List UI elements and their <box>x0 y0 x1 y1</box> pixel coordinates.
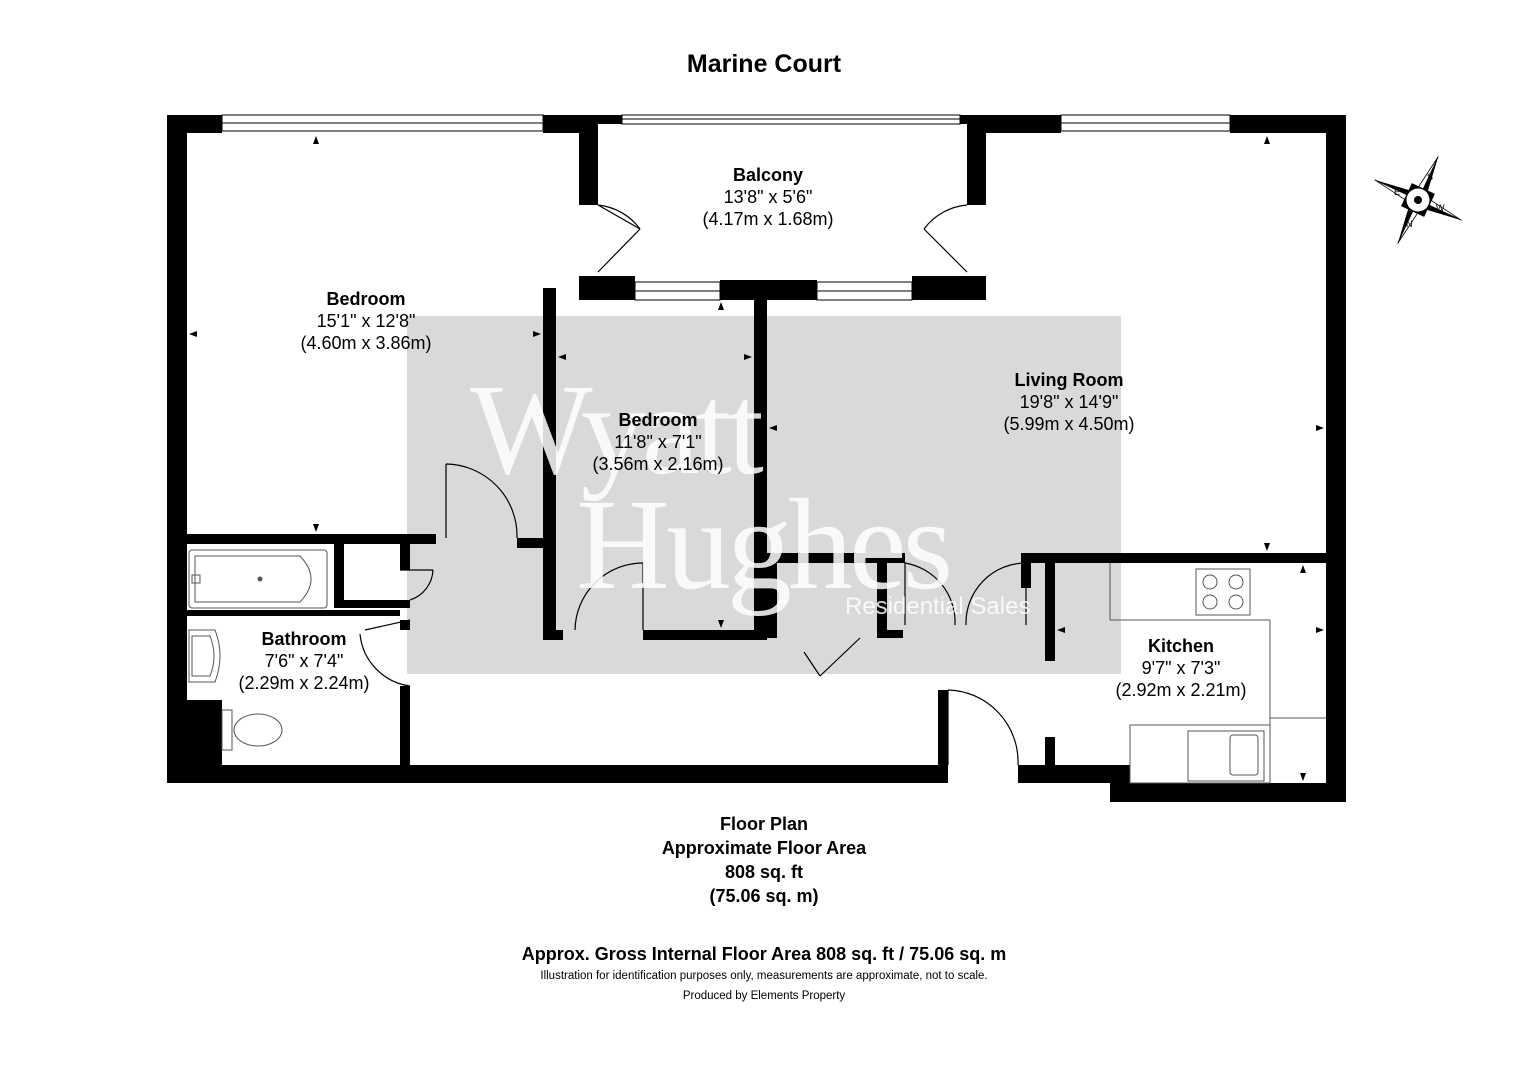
room-metric: (2.92m x 2.21m) <box>1115 680 1247 700</box>
summary-line-4: (75.06 sq. m) <box>709 886 819 906</box>
room-imperial: 11'8" x 7'1" <box>614 432 702 452</box>
room-imperial: 15'1" x 12'8" <box>316 311 416 331</box>
room-metric: (2.29m x 2.24m) <box>238 673 370 693</box>
room-imperial: 13'8" x 5'6" <box>723 187 813 207</box>
summary-line-2: Approximate Floor Area <box>661 838 867 858</box>
room-imperial: 19'8" x 14'9" <box>1019 392 1119 412</box>
room-metric: (5.99m x 4.50m) <box>1003 414 1135 434</box>
room-name: Bedroom <box>326 289 406 309</box>
dimension-arrows <box>189 136 1324 781</box>
compass-label-s: S <box>1427 172 1433 182</box>
room-living: Living Room 19'8" x 14'9" (5.99m x 4.50m… <box>1003 369 1134 435</box>
room-bathroom: Bathroom 7'6" x 7'4" (2.29m x 2.24m) <box>238 628 369 694</box>
watermark-line1: Wyatt <box>470 358 764 502</box>
room-bedroom-2: Bedroom 11'8" x 7'1" (3.56m x 2.16m) <box>592 409 723 475</box>
footer: Approx. Gross Internal Floor Area 808 sq… <box>0 942 1528 1006</box>
windows <box>221 114 1231 301</box>
room-imperial: 9'7" x 7'3" <box>1141 658 1221 678</box>
compass-label-w: W <box>1436 203 1445 213</box>
compass-label-n: N <box>1406 219 1413 229</box>
room-name: Balcony <box>732 165 804 185</box>
room-name: Living Room <box>1014 370 1124 390</box>
room-balcony: Balcony 13'8" x 5'6" (4.17m x 1.68m) <box>702 164 833 230</box>
produced-by: Produced by Elements Property <box>682 990 846 1002</box>
gross-area: Approx. Gross Internal Floor Area 808 sq… <box>521 944 1007 964</box>
compass-icon <box>1374 156 1462 244</box>
room-metric: (4.60m x 3.86m) <box>300 333 432 353</box>
disclaimer: Illustration for identification purposes… <box>540 970 988 982</box>
room-name: Bedroom <box>618 410 698 430</box>
walls <box>167 115 1346 802</box>
plan-title: Marine Court <box>686 50 842 78</box>
summary-line-3: 808 sq. ft <box>724 862 804 882</box>
room-imperial: 7'6" x 7'4" <box>264 651 344 671</box>
doors <box>359 204 1027 766</box>
watermark-line2: Hughes <box>576 473 953 617</box>
room-bedroom-1: Bedroom 15'1" x 12'8" (4.60m x 3.86m) <box>300 288 431 354</box>
room-metric: (4.17m x 1.68m) <box>702 209 834 229</box>
room-metric: (3.56m x 2.16m) <box>592 454 724 474</box>
summary-line-1: Floor Plan <box>719 814 808 834</box>
room-name: Bathroom <box>261 629 347 649</box>
watermark-line3: Residential Sales <box>845 593 1031 620</box>
room-name: Kitchen <box>1147 636 1215 656</box>
fixtures <box>188 549 1326 784</box>
compass-label-e: E <box>1394 187 1400 197</box>
room-kitchen: Kitchen 9'7" x 7'3" (2.92m x 2.21m) <box>1115 635 1246 701</box>
floor-area-summary: Floor Plan Approximate Floor Area 808 sq… <box>0 812 1528 908</box>
